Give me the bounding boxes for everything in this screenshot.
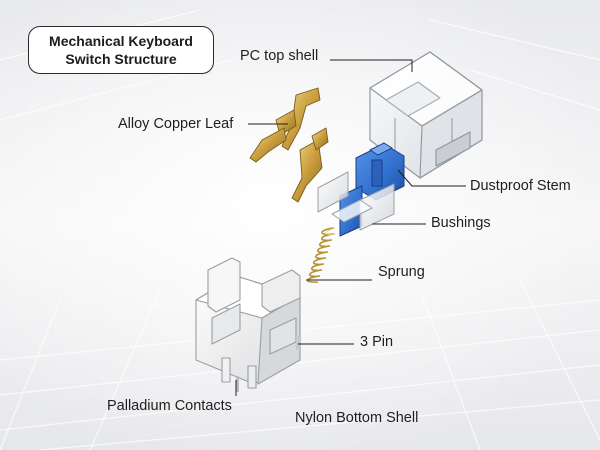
sprung-spring [306,227,337,283]
label-dustproof-stem: Dustproof Stem [470,178,571,194]
label-pc-top-shell: PC top shell [240,48,319,64]
label-alloy-copper-leaf: Alloy Copper Leaf [118,116,234,132]
leader-lines [235,59,466,396]
label-nylon-bottom-shell: Nylon Bottom Shell [295,410,419,426]
bushings [317,171,395,231]
pc-top-shell [369,51,483,179]
nylon-bottom-shell [195,257,301,389]
label-bushings: Bushings [431,215,491,231]
title-line-2: Switch Structure [65,51,177,67]
leader-dustproof-stem [397,169,466,187]
pin-markers [236,336,300,392]
leader-pc-top-shell [330,59,413,72]
label-three-pin: 3 Pin [360,334,394,350]
title-line-1: Mechanical Keyboard [49,33,193,49]
label-sprung: Sprung [378,264,425,280]
title-box: Mechanical Keyboard Switch Structure [28,26,214,74]
alloy-copper-leaf [249,87,329,203]
label-palladium-contacts: Palladium Contacts [107,398,232,414]
